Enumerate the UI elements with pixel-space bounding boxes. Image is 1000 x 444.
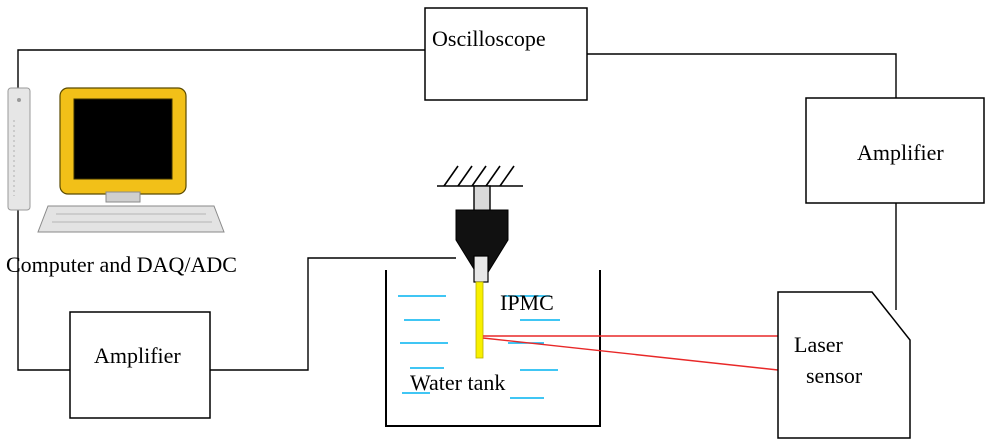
computer-label: Computer and DAQ/ADC xyxy=(6,252,237,277)
connection-wires xyxy=(17,49,897,371)
amplifier-right-label: Amplifier xyxy=(857,140,944,165)
clamp-holder-icon xyxy=(455,185,509,283)
water-tank: Water tank xyxy=(385,270,601,427)
computer-monitor xyxy=(59,87,187,203)
desktop-computer-icon xyxy=(7,87,225,233)
water-tank-label: Water tank xyxy=(410,370,505,395)
laser-sensor-label-line1: Laser xyxy=(794,332,844,357)
laser-beams xyxy=(482,335,779,371)
amplifier-left-label: Amplifier xyxy=(94,343,181,368)
wire-oscilloscope-to-amplifier xyxy=(587,53,897,98)
ground-hatch-icon xyxy=(437,165,523,187)
water-surface-lines xyxy=(398,295,560,399)
ipmc-label: IPMC xyxy=(500,290,554,315)
oscilloscope-block: Oscilloscope xyxy=(424,7,588,101)
oscilloscope-label: Oscilloscope xyxy=(432,26,546,51)
laser-sensor-block: Laser sensor xyxy=(777,291,911,439)
amplifier-left-block: Amplifier xyxy=(69,311,211,419)
amplifier-right-block: Amplifier xyxy=(805,97,985,204)
wire-oscilloscope-to-computer xyxy=(17,49,425,88)
computer-keyboard xyxy=(37,205,225,233)
computer-tower xyxy=(7,87,31,211)
ipmc-strip: IPMC xyxy=(475,281,554,359)
laser-sensor-label-line2: sensor xyxy=(806,363,863,388)
wire-amplifier-to-ipmc xyxy=(210,257,456,371)
wire-computer-to-amplifier xyxy=(17,210,70,371)
